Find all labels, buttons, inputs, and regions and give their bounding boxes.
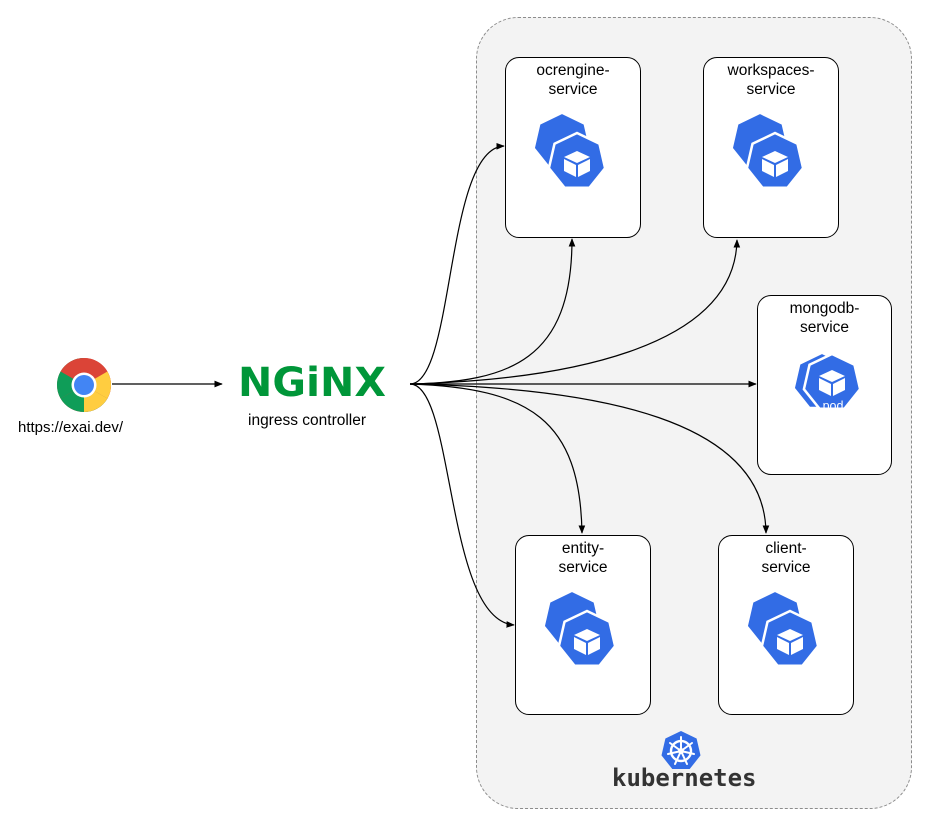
pod-label: pod <box>569 188 590 202</box>
client-service-node: client- service pod <box>718 535 854 715</box>
browser-url-label: https://exai.dev/ <box>18 419 124 436</box>
ingress-controller-label: ingress controller <box>248 412 367 429</box>
pod-label: pod <box>782 666 803 680</box>
pod-icon: pod <box>745 591 820 680</box>
pod-label: pod <box>823 399 844 413</box>
pod-icon: pod <box>730 113 805 202</box>
nginx-logo-text: NGiNX <box>238 362 386 406</box>
edge-to-ocrengine-bottom <box>409 238 576 385</box>
service-label: client- service <box>761 540 811 576</box>
pod-icon: pod <box>542 591 617 680</box>
edge-to-workspaces <box>409 239 741 385</box>
service-label: ocrengine- service <box>536 62 610 98</box>
pod-label: pod <box>579 666 600 680</box>
entity-service-node: entity- service pod <box>515 535 651 715</box>
pod-icon: pod <box>532 113 607 202</box>
ocrengine-service-node: ocrengine- service pod <box>505 57 641 238</box>
service-label: mongodb- service <box>789 300 860 336</box>
service-label: entity- service <box>558 540 608 576</box>
nginx-logo: NGiNX <box>238 362 386 406</box>
edge-to-entity-side <box>409 383 515 628</box>
pod-label: pod <box>767 188 788 202</box>
edge-to-entity-top <box>409 383 586 534</box>
pod-icon: pod <box>792 351 862 413</box>
kubernetes-helm-icon <box>661 731 701 769</box>
kubernetes-wordmark: kubernetes <box>612 764 757 792</box>
edge-to-ocrengine <box>409 142 505 385</box>
workspaces-service-node: workspaces- service pod <box>703 57 839 238</box>
chrome-browser-icon <box>56 358 112 413</box>
edge-to-client <box>409 383 770 534</box>
mongodb-service-node: mongodb- service pod <box>757 295 892 475</box>
service-label: workspaces- service <box>727 62 815 98</box>
